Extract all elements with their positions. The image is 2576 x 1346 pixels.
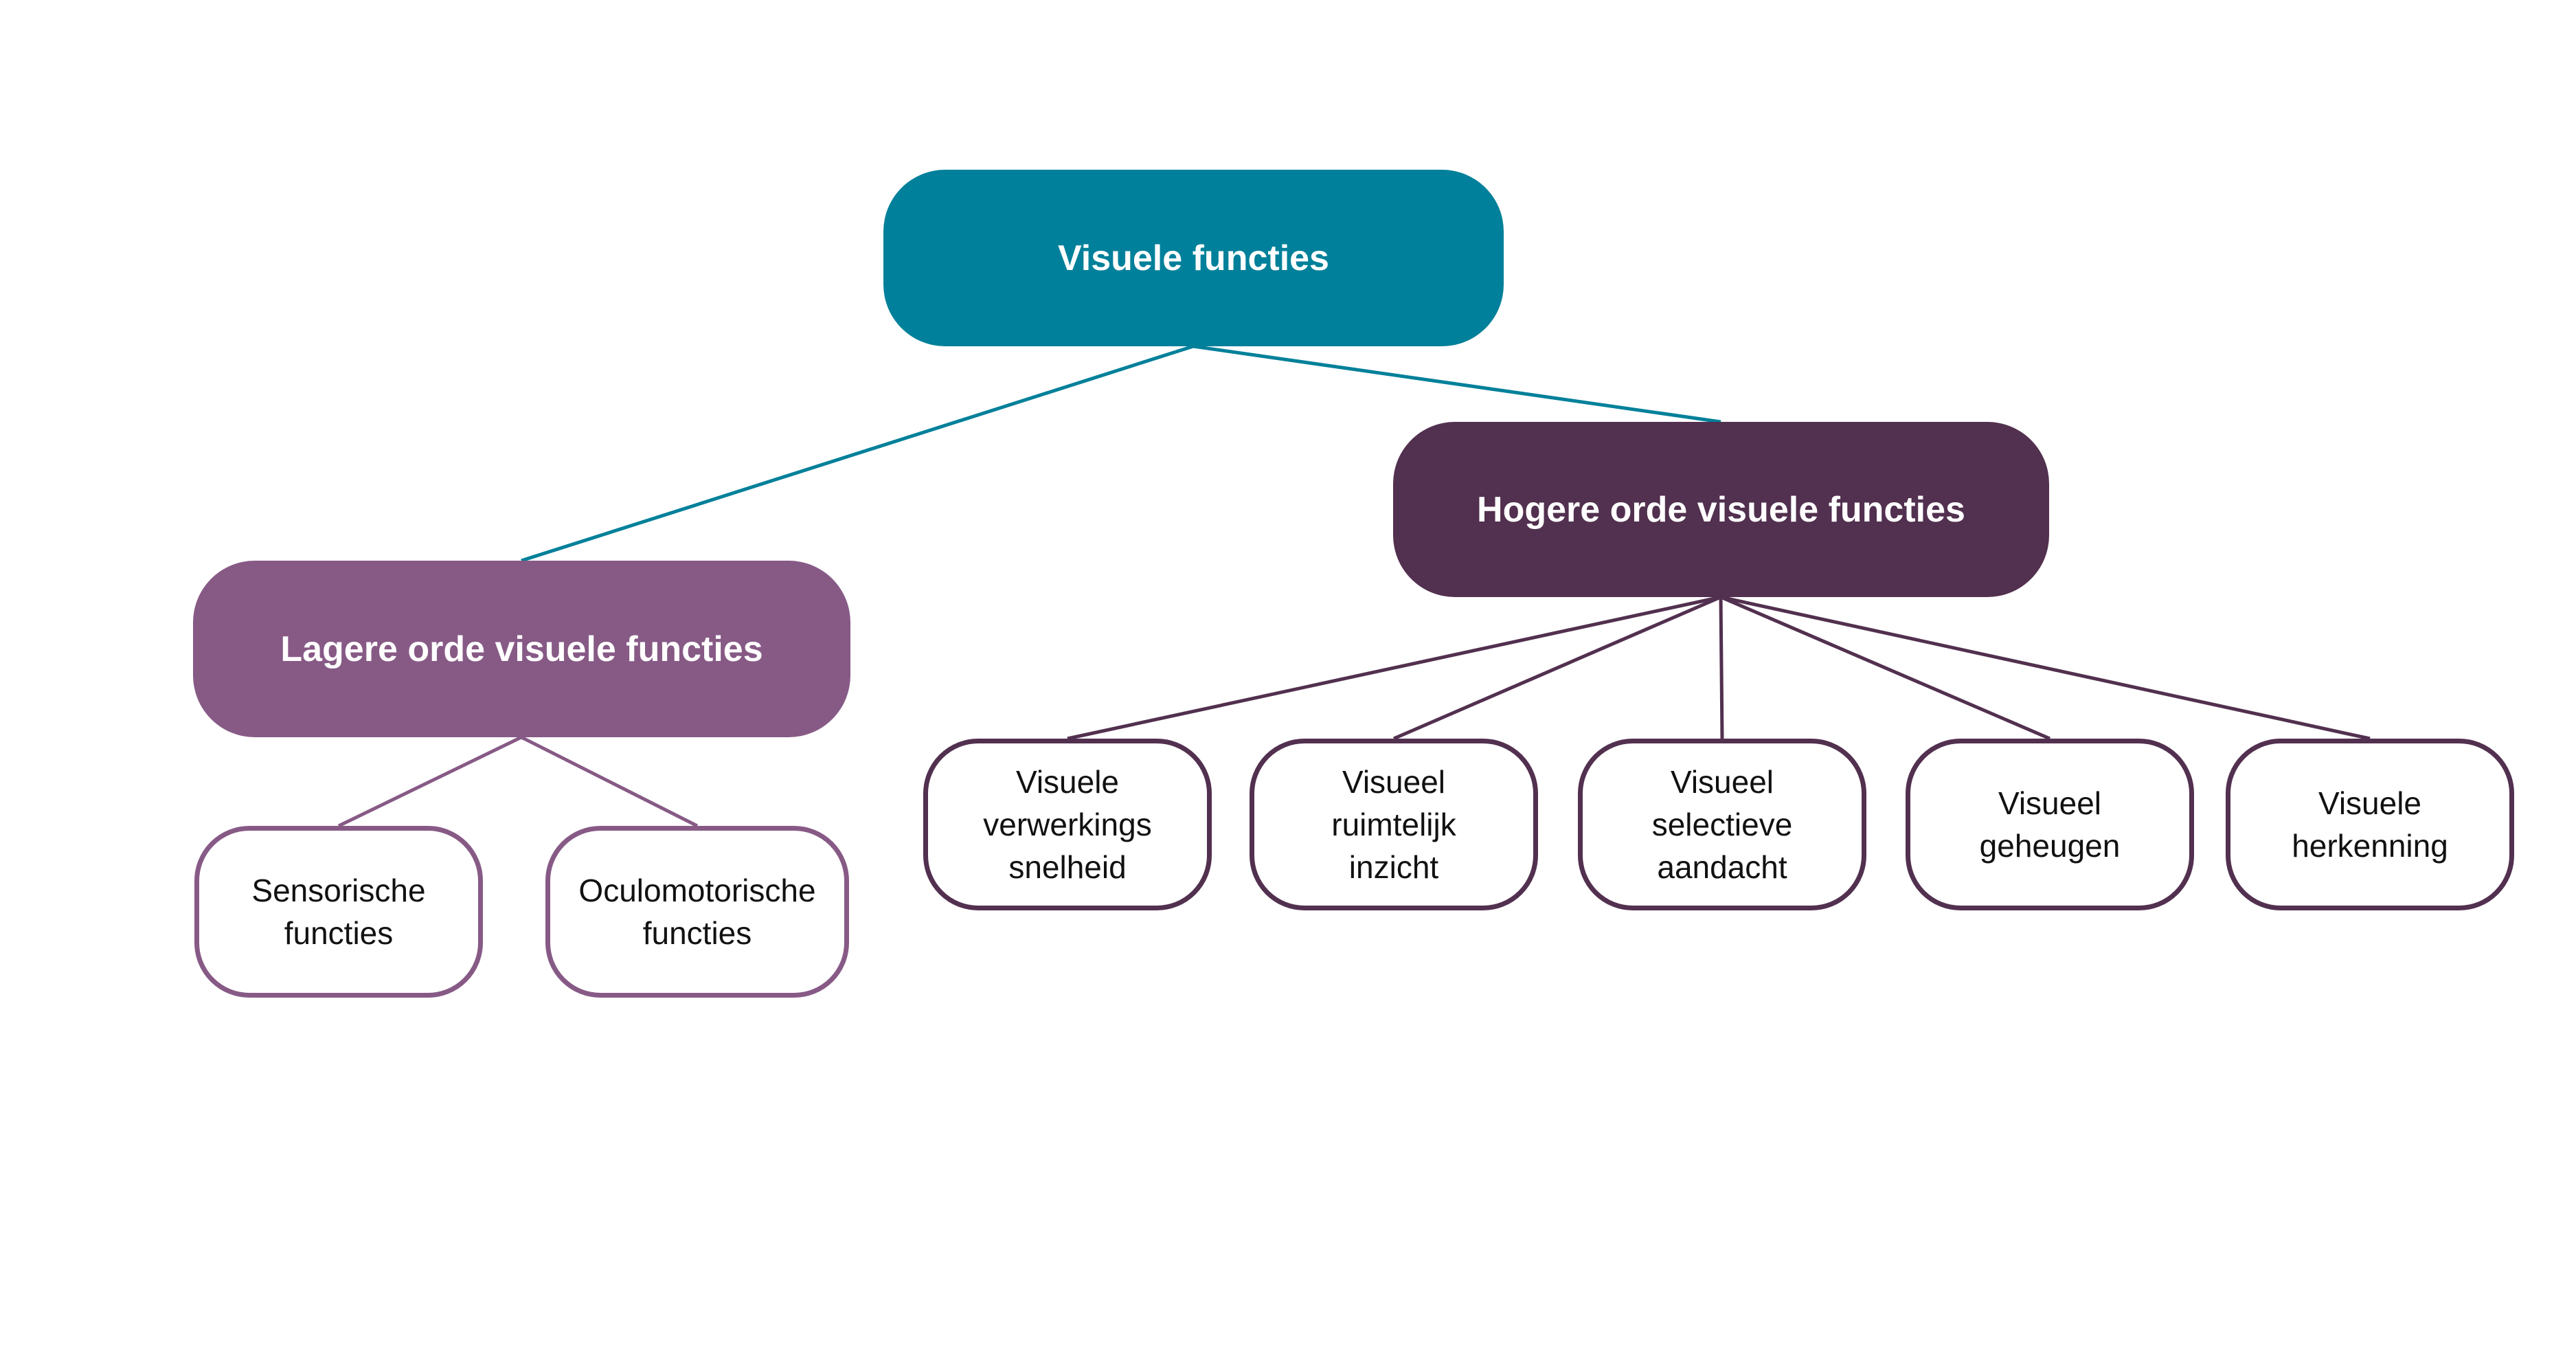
lower-order-node: Lagere orde visuele functies: [193, 561, 850, 737]
edge-higher-selectieve: [1719, 596, 1724, 739]
leaf-visueel-ruimtelijk-inzicht: Visueel ruimtelijk inzicht: [1250, 739, 1538, 910]
leaf-label: Visuele verwerkings snelheid: [983, 764, 1152, 885]
leaf-sensorische-functies: Sensorische functies: [194, 826, 483, 998]
edge-higher-verwerkingssnelheid: [1067, 595, 1721, 741]
leaf-label: Visueel ruimtelijk inzicht: [1331, 764, 1456, 885]
leaf-visueel-selectieve-aandacht: Visueel selectieve aandacht: [1578, 739, 1866, 910]
leaf-label: Visuele herkenning: [2292, 785, 2448, 864]
lower-order-label: Lagere orde visuele functies: [280, 629, 763, 669]
edge-root-higher: [1193, 344, 1721, 424]
leaf-label: Visueel selectieve aandacht: [1651, 764, 1793, 885]
root-node-label: Visuele functies: [1058, 238, 1329, 278]
edge-higher-herkenning: [1720, 595, 2371, 741]
higher-order-node: Hogere orde visuele functies: [1393, 422, 2049, 597]
higher-order-label: Hogere orde visuele functies: [1477, 489, 1965, 530]
leaf-label: Sensorische functies: [251, 873, 426, 951]
leaf-visuele-herkenning: Visuele herkenning: [2226, 739, 2514, 910]
leaf-visuele-verwerkingssnelheid: Visuele verwerkings snelheid: [923, 739, 1212, 910]
edge-lower-oculomotorische: [520, 735, 699, 828]
edge-root-lower: [521, 344, 1194, 563]
leaf-label: Oculomotorische functies: [578, 873, 816, 951]
leaf-oculomotorische-functies: Oculomotorische functies: [545, 826, 849, 998]
leaf-visueel-geheugen: Visueel geheugen: [1906, 739, 2194, 910]
root-node: Visuele functies: [883, 170, 1504, 346]
edge-higher-geheugen: [1720, 595, 2050, 741]
leaf-label: Visueel geheugen: [1979, 785, 2121, 864]
edge-lower-sensorische: [337, 735, 523, 828]
edge-higher-ruimtelijk: [1393, 595, 1721, 741]
